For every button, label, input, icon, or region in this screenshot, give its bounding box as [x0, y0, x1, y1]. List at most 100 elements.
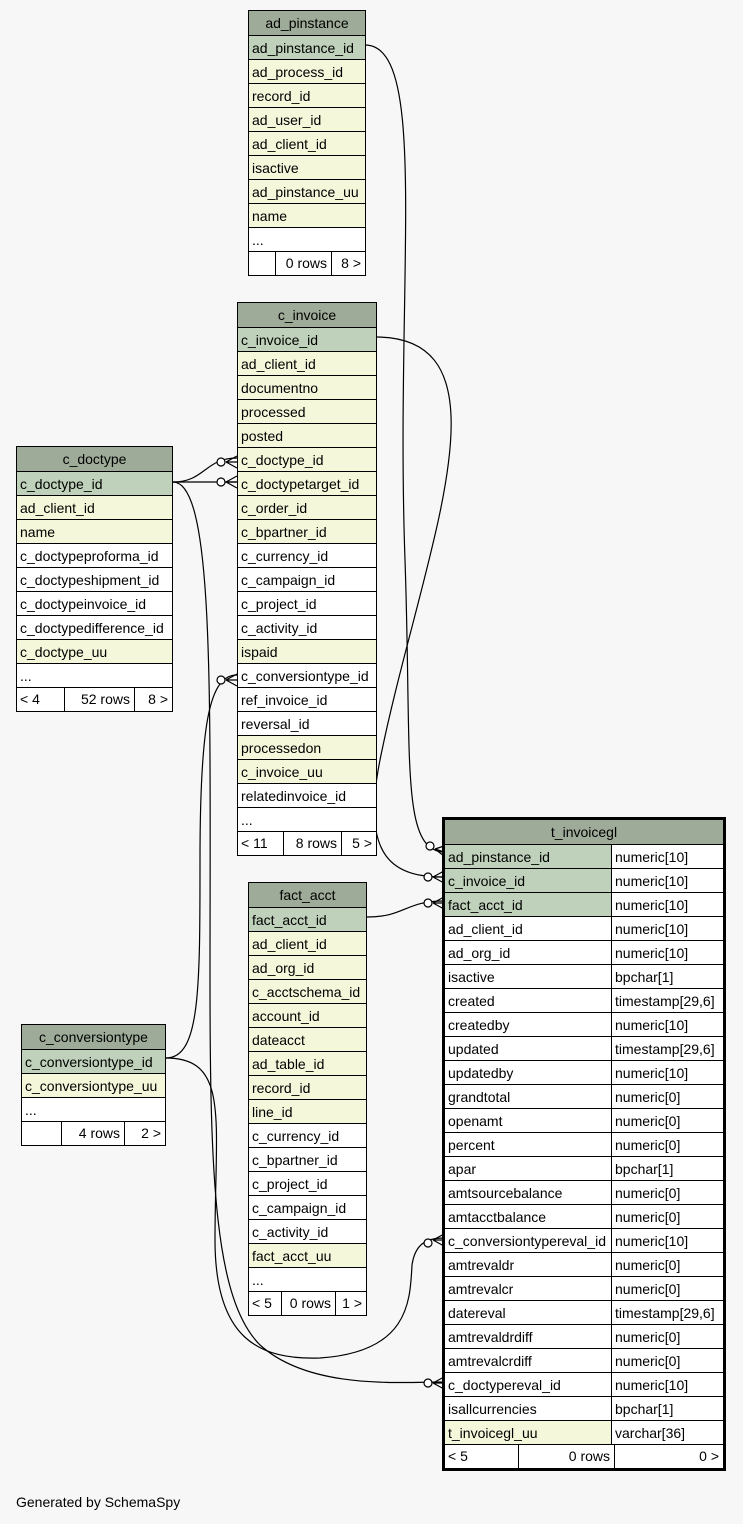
column-row-c-doctypeshipment-id[interactable]: c_doctypeshipment_id: [17, 567, 172, 591]
column-row-dateacct[interactable]: dateacct: [249, 1027, 366, 1051]
column-row-ad-pinstance-uu[interactable]: ad_pinstance_uu: [249, 179, 365, 203]
column-row-c-doctype-id[interactable]: c_doctype_id: [17, 471, 172, 495]
table-header-c-doctype[interactable]: c_doctype: [17, 447, 172, 471]
table-header-ad-pinstance[interactable]: ad_pinstance: [249, 11, 365, 35]
column-row-c-conversiontype-id[interactable]: c_conversiontype_id: [22, 1049, 165, 1073]
column-row-fact-acct-uu[interactable]: fact_acct_uu: [249, 1243, 366, 1267]
column-row-c-doctypetarget-id[interactable]: c_doctypetarget_id: [238, 471, 376, 495]
column-row-ad-process-id[interactable]: ad_process_id: [249, 59, 365, 83]
table-header-t-invoicegl[interactable]: t_invoicegl: [445, 820, 723, 844]
column-row-processedon[interactable]: processedon: [238, 735, 376, 759]
column-row-c-doctypeproforma-id[interactable]: c_doctypeproforma_id: [17, 543, 172, 567]
parents-link[interactable]: [22, 1122, 62, 1145]
column-row-c-invoice-id[interactable]: c_invoice_id: [238, 327, 376, 351]
column-row-c-project-id[interactable]: c_project_id: [238, 591, 376, 615]
parents-link[interactable]: < 4: [17, 688, 65, 711]
column-row-c-doctype-uu[interactable]: c_doctype_uu: [17, 639, 172, 663]
column-row-fact-acct-id[interactable]: fact_acct_id: [249, 907, 366, 931]
children-link[interactable]: 2 >: [141, 1125, 161, 1141]
children-link[interactable]: 0 >: [699, 1448, 719, 1464]
children-link[interactable]: 8 >: [341, 255, 361, 271]
column-row-c-campaign-id[interactable]: c_campaign_id: [249, 1195, 366, 1219]
column-row-c-currency-id[interactable]: c_currency_id: [249, 1123, 366, 1147]
column-row-isactive[interactable]: isactive: [249, 155, 365, 179]
column-row-documentno[interactable]: documentno: [238, 375, 376, 399]
column-row-ad-client-id[interactable]: ad_client_id: [238, 351, 376, 375]
column-row-ad-org-id[interactable]: ad_org_id: [249, 955, 366, 979]
column-row-c-activity-id[interactable]: c_activity_id: [238, 615, 376, 639]
column-row-c-invoice-uu[interactable]: c_invoice_uu: [238, 759, 376, 783]
column-row-ad-client-id[interactable]: ad_client_id: [249, 931, 366, 955]
children-link[interactable]: 8 >: [148, 691, 168, 707]
column-row-processed[interactable]: processed: [238, 399, 376, 423]
column-row-c-activity-id[interactable]: c_activity_id: [249, 1219, 366, 1243]
children-link[interactable]: 1 >: [342, 1295, 362, 1311]
column-row-ad-table-id[interactable]: ad_table_id: [249, 1051, 366, 1075]
parents-link[interactable]: < 5: [249, 1292, 282, 1315]
parents-link[interactable]: [249, 252, 276, 275]
column-row-ref-invoice-id[interactable]: ref_invoice_id: [238, 687, 376, 711]
column-row-ad-user-id[interactable]: ad_user_id: [249, 107, 365, 131]
column-row-relatedinvoice-id[interactable]: relatedinvoice_id: [238, 783, 376, 807]
column-row-reversal-id[interactable]: reversal_id: [238, 711, 376, 735]
column-row-c-bpartner-id[interactable]: c_bpartner_id: [238, 519, 376, 543]
column-row-c-doctypedifference-id[interactable]: c_doctypedifference_id: [17, 615, 172, 639]
column-row-record-id[interactable]: record_id: [249, 1075, 366, 1099]
column-row-c-order-id[interactable]: c_order_id: [238, 495, 376, 519]
column-row-ispaid[interactable]: ispaid: [238, 639, 376, 663]
table-header-fact-acct[interactable]: fact_acct: [249, 883, 366, 907]
column-row-c-conversiontype-id[interactable]: c_conversiontype_id: [238, 663, 376, 687]
parents-link[interactable]: < 5: [445, 1445, 519, 1468]
column-row-line-id[interactable]: line_id: [249, 1099, 366, 1123]
column-row-c-conversiontype-uu[interactable]: c_conversiontype_uu: [22, 1073, 165, 1097]
column-row-name[interactable]: name: [249, 203, 365, 227]
children-link[interactable]: 5 >: [352, 835, 372, 851]
column-row-ad-client-id[interactable]: ad_client_id: [249, 131, 365, 155]
column-row-c-doctypeinvoice-id[interactable]: c_doctypeinvoice_id: [17, 591, 172, 615]
column-row-account-id[interactable]: account_id: [249, 1003, 366, 1027]
column-row-c-project-id[interactable]: c_project_id: [249, 1171, 366, 1195]
column-row-c-acctschema-id[interactable]: c_acctschema_id: [249, 979, 366, 1003]
table-header-c-invoice[interactable]: c_invoice: [238, 303, 376, 327]
table-header-c-conversiontype[interactable]: c_conversiontype: [22, 1025, 165, 1049]
column-row-ad-pinstance-id[interactable]: ad_pinstance_id: [249, 35, 365, 59]
column-row-c-doctype-id[interactable]: c_doctype_id: [238, 447, 376, 471]
column-row-posted[interactable]: posted: [238, 423, 376, 447]
column-row-c-currency-id[interactable]: c_currency_id: [238, 543, 376, 567]
column-row-name[interactable]: name: [17, 519, 172, 543]
column-row-record-id[interactable]: record_id: [249, 83, 365, 107]
column-row-ad-client-id[interactable]: ad_client_id: [17, 495, 172, 519]
column-row-c-bpartner-id[interactable]: c_bpartner_id: [249, 1147, 366, 1171]
